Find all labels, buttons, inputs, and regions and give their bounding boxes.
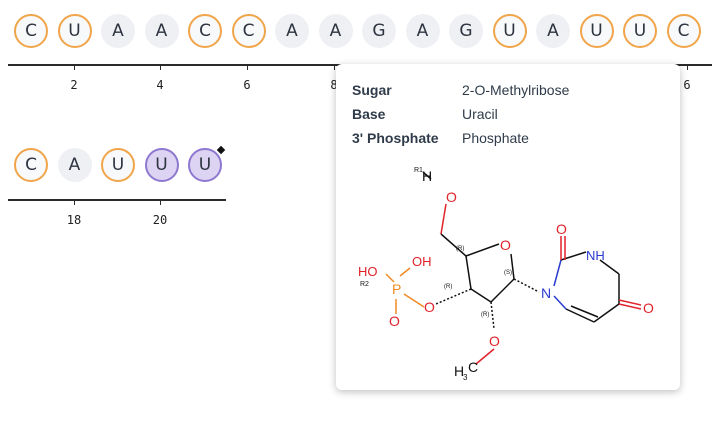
label-ho: HO xyxy=(358,264,378,279)
row2-tick xyxy=(74,199,75,205)
row1-tick xyxy=(74,64,75,70)
row1-tick-label: 6 xyxy=(243,78,251,92)
label-r: (R) xyxy=(456,246,464,252)
label-oh: OH xyxy=(412,254,432,269)
label-r2: R2 xyxy=(360,281,369,288)
row1-nucleotide-16[interactable]: C xyxy=(666,14,701,48)
row1-nucleotide-5[interactable]: C xyxy=(188,14,222,48)
row1-nucleotide-13[interactable]: A xyxy=(536,14,570,48)
row1-nucleotide-15[interactable]: U xyxy=(623,14,657,48)
label-o-c4: O xyxy=(643,300,654,316)
tooltip-value: 2-O-Methylribose xyxy=(462,82,570,98)
row1-tick-label: 2 xyxy=(70,78,78,92)
label-s: (S) xyxy=(504,270,512,276)
label-h3c-h: H xyxy=(454,363,464,379)
nucleotide-tooltip: Sugar 2-O-Methylribose Base Uracil 3' Ph… xyxy=(336,64,680,390)
end-marker-icon xyxy=(216,145,226,155)
row1-nucleotide-9[interactable]: G xyxy=(362,14,396,48)
row1-tick xyxy=(160,64,161,70)
row2-tick-label: 18 xyxy=(66,213,82,227)
row1-nucleotide-2[interactable]: U xyxy=(57,14,92,48)
tooltip-key: Base xyxy=(352,106,386,122)
label-r: (R) xyxy=(444,284,452,290)
row2-nucleotide-1[interactable]: C xyxy=(14,148,48,182)
tooltip-value: Phosphate xyxy=(462,130,529,146)
label-nh: NH xyxy=(586,248,605,263)
sequence-axis-2 xyxy=(8,199,226,201)
row1-tick-label: 4 xyxy=(156,78,164,92)
label-r1: R1 xyxy=(414,167,423,174)
row1-nucleotide-11[interactable]: G xyxy=(449,14,483,48)
row1-nucleotide-4[interactable]: A xyxy=(144,14,179,48)
label-h3c-sub: 3 xyxy=(463,373,468,382)
label-r: (R) xyxy=(481,312,489,318)
row1-nucleotide-12[interactable]: U xyxy=(492,14,527,48)
row1-nucleotide-6[interactable]: C xyxy=(231,14,266,48)
label-p: P xyxy=(392,281,401,297)
label-o-c2: O xyxy=(556,221,567,237)
row2-nucleotide-2[interactable]: A xyxy=(57,148,92,182)
row2-tick xyxy=(160,199,161,205)
label-o-phosphate: O xyxy=(424,299,435,315)
label-n: N xyxy=(541,285,551,301)
row1-tick-label: 6 xyxy=(683,78,691,92)
row1-tick xyxy=(334,64,335,70)
row2-nucleotide-3[interactable]: U xyxy=(101,148,135,182)
tooltip-key: Sugar xyxy=(352,82,392,98)
label-o-top: O xyxy=(446,189,457,205)
row1-nucleotide-10[interactable]: A xyxy=(405,14,440,48)
chemical-structure: R1 H O O HO OH R2 P O O O H 3 C N NH O O… xyxy=(358,167,654,382)
row1-nucleotide-7[interactable]: A xyxy=(275,14,309,48)
label-h3c-c: C xyxy=(468,359,478,375)
row1-nucleotide-14[interactable]: U xyxy=(579,14,614,48)
row1-nucleotide-3[interactable]: A xyxy=(101,14,135,48)
label-o-p: O xyxy=(389,313,400,329)
label-o-ring: O xyxy=(500,237,511,253)
row1-tick xyxy=(247,64,248,70)
tooltip-value: Uracil xyxy=(462,106,498,122)
tooltip-key: 3' Phosphate xyxy=(352,130,439,146)
row2-nucleotide-4[interactable]: U xyxy=(144,148,179,182)
row1-tick-label: 8 xyxy=(330,78,338,92)
row2-nucleotide-5[interactable]: U xyxy=(188,148,222,182)
row1-nucleotide-8[interactable]: A xyxy=(318,14,353,48)
label-o-lower: O xyxy=(489,333,500,349)
row1-nucleotide-1[interactable]: C xyxy=(14,14,48,48)
row2-tick-label: 20 xyxy=(152,213,168,227)
label-h: H xyxy=(422,168,432,184)
row1-tick xyxy=(687,64,688,70)
